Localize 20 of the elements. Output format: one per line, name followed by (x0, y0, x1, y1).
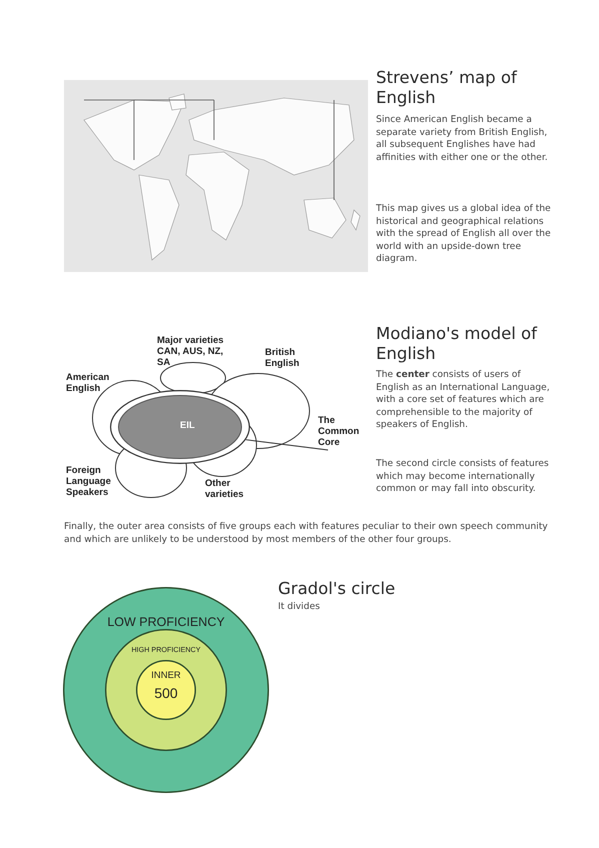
paragraph: The second circle consists of features which may become internationally common or may fall into obscurity. (376, 458, 550, 496)
variety-label: Major varieties CAN, AUS, NZ, SA (157, 335, 225, 368)
eil-label: EIL (180, 420, 195, 431)
section-heading: Modiano's model of English (376, 324, 538, 364)
variety-label: Foreign Language Speakers (66, 465, 112, 498)
paragraph: This map gives us a global idea of the historical and geographical relations with the spread of English all over the world with an upside-down tree diagram. (376, 203, 552, 266)
circle-label: LOW PROFICIENCY (106, 615, 226, 630)
paragraph: It divides (278, 601, 321, 614)
paragraph: The center consists of users of English as an International Language, with a core set of features which are comprehensible to the majority of speakers of English. (376, 369, 551, 432)
paragraph: Finally, the outer area consists of five groups each with features peculiar to their own speech community and which are unlikely to be understood by most members of the other four groups. (64, 521, 549, 546)
variety-label: Other varieties (205, 478, 245, 500)
circle-label: INNER (150, 670, 182, 682)
paragraph: Since American English became a separate variety from British English, all subsequent Englishes have had affinities with either one or the other. (376, 114, 549, 164)
circle-label: 500 (153, 685, 179, 701)
callout-label: The Common Core (318, 415, 360, 448)
variety-label: American English (66, 372, 110, 394)
leader-line (245, 439, 328, 450)
variety-label: British English (265, 347, 300, 369)
section-heading: Gradol's circle (278, 579, 396, 599)
section-heading: Strevens’ map of English (376, 68, 518, 108)
